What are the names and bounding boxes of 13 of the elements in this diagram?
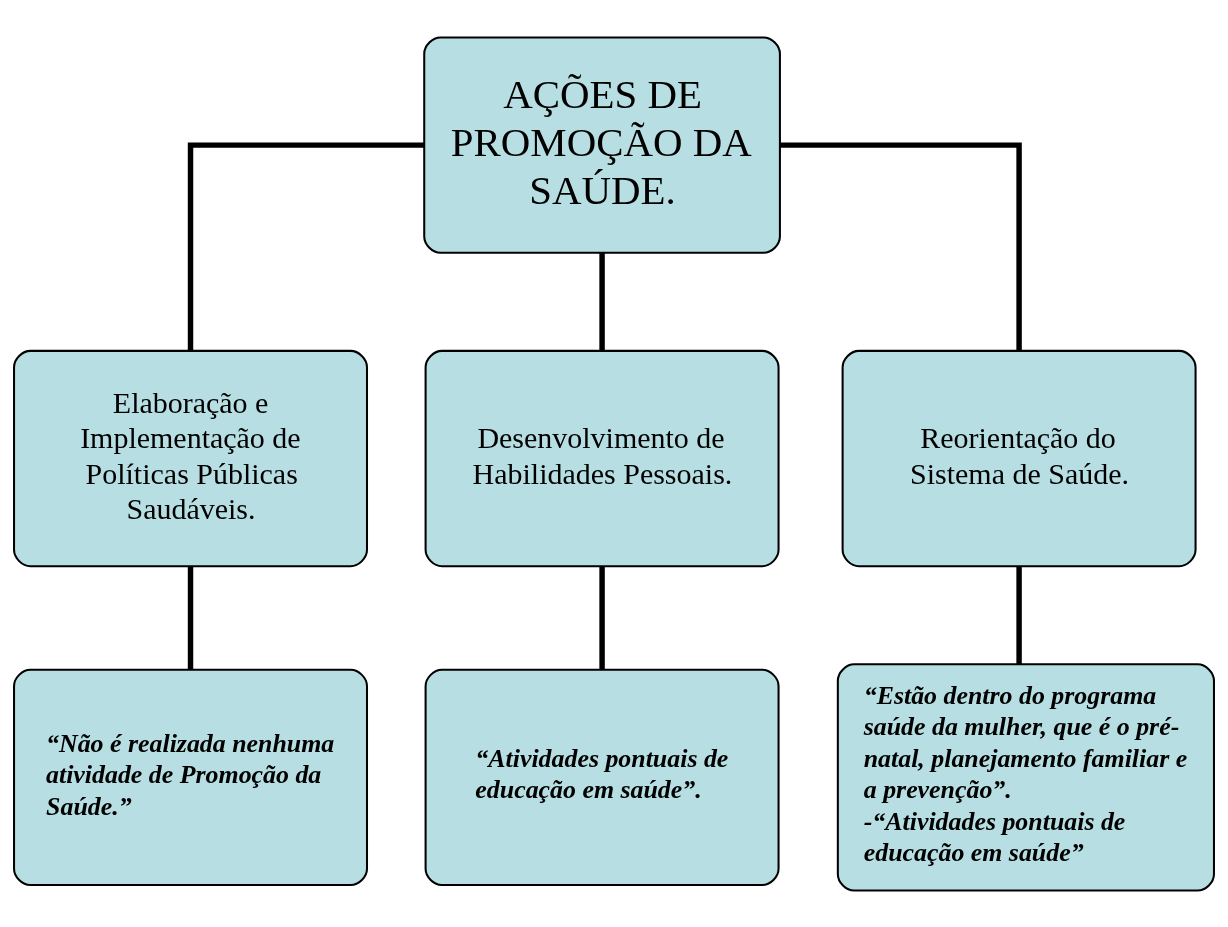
- node-box: “Estão dentro do programa saúde da mulher, que é o pré-natal, planejamento familiar e a prevenção”. -“Atividades pontuais de educação em saúde”: [836, 662, 1215, 892]
- node-box: “Não é realizada nenhuma atividade de Promoção da Saúde.”: [13, 668, 368, 886]
- connector: [187, 566, 194, 670]
- connector: [780, 141, 1022, 351]
- node-box: Elaboração e Implementação de Políticas Públicas Saudáveis.: [13, 349, 368, 567]
- connector: [599, 566, 605, 670]
- node-box: Reorientação do Sistema de Saúde.: [841, 349, 1197, 567]
- connector: [1016, 566, 1022, 664]
- connector: [599, 252, 605, 350]
- node-box: Desenvolvimento de Habilidades Pessoais.: [424, 349, 780, 567]
- node-box: “Atividades pontuais de educação em saúde”.: [424, 668, 780, 886]
- connector: [187, 141, 424, 351]
- node-box: AÇÕES DE PROMOÇÃO DA SAÚDE.: [423, 35, 781, 254]
